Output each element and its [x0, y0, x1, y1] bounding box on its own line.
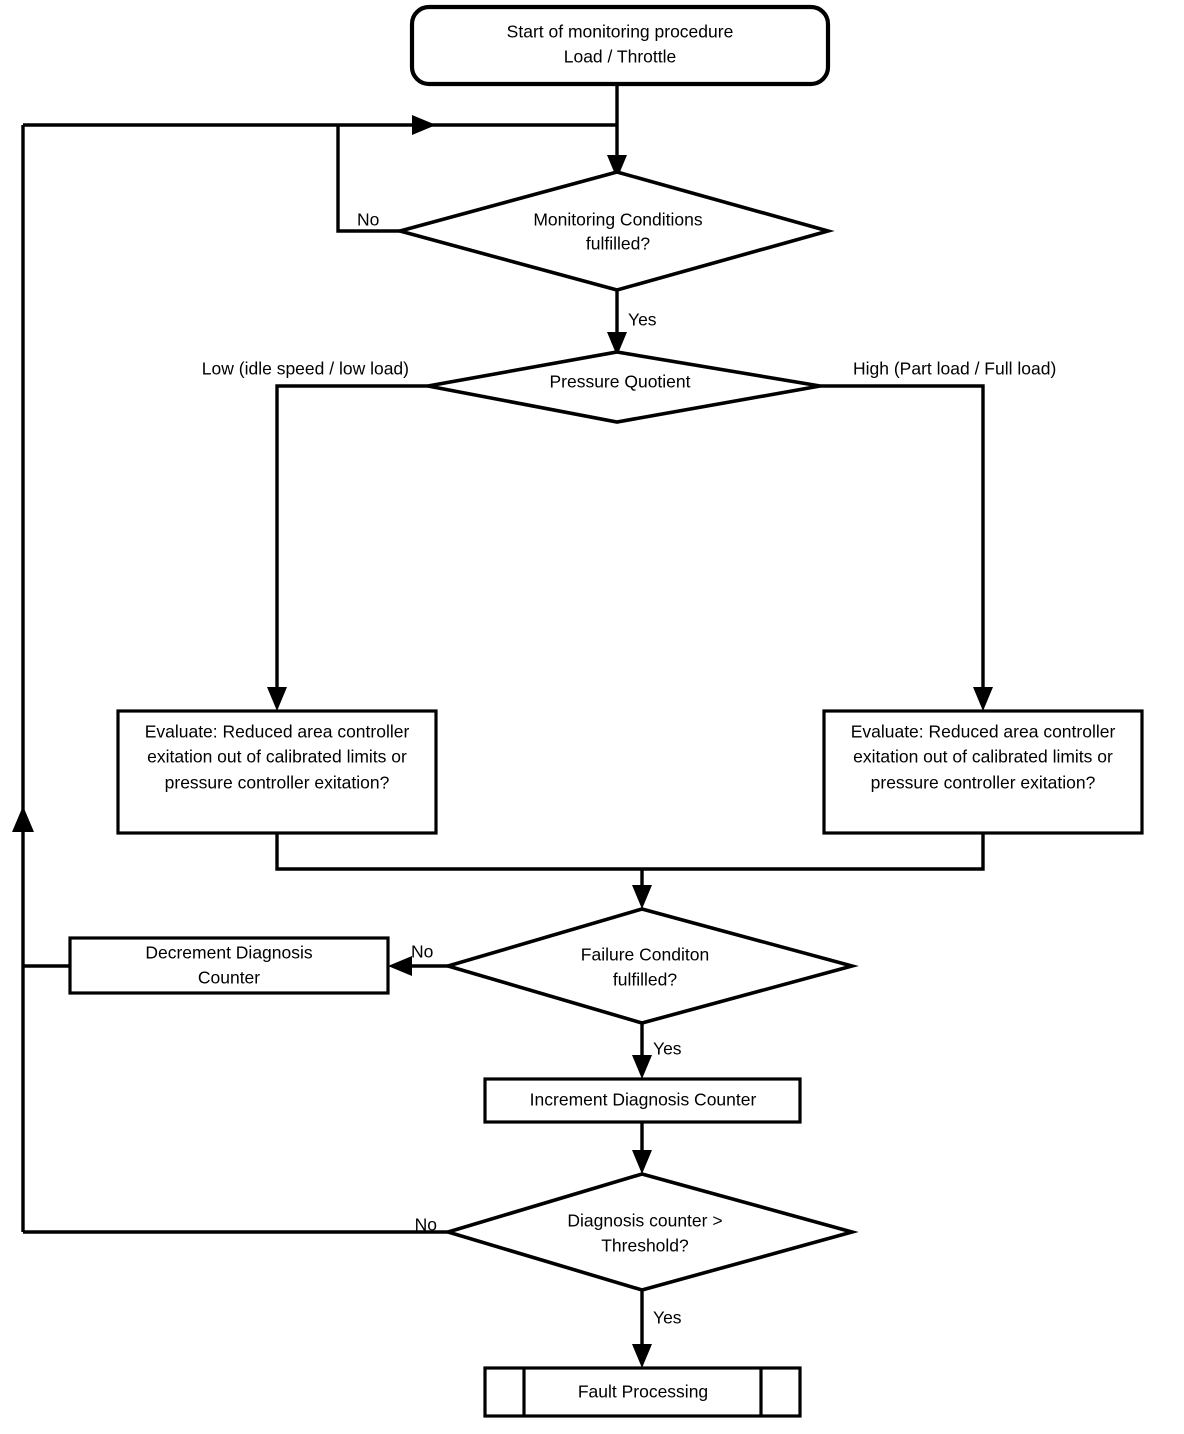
edge-label-failure-no: No	[411, 942, 433, 962]
evaluate-low-label-line1: Evaluate: Reduced area controller	[145, 722, 410, 742]
evaluate-low-label-line3: pressure controller exitation?	[165, 773, 390, 793]
connector-pressure-low	[267, 384, 428, 711]
node-decrement-counter[interactable]: Decrement Diagnosis Counter	[68, 936, 390, 995]
node-increment-counter[interactable]: Increment Diagnosis Counter	[483, 1077, 802, 1124]
node-monitoring-conditions[interactable]: Monitoring Conditions fulfilled?	[393, 170, 835, 292]
pressure-quotient-shape	[427, 350, 821, 424]
decrement-counter-label-line2: Counter	[198, 968, 260, 988]
arrowhead-down-icon	[607, 155, 627, 179]
connector-failure-yes	[632, 1023, 652, 1079]
arrowhead-down-icon	[267, 687, 287, 711]
connector-merge-to-failure	[632, 869, 652, 909]
fault-processing-label: Fault Processing	[578, 1382, 708, 1402]
decrement-counter-label-line1: Decrement Diagnosis	[145, 943, 313, 963]
connector-line	[820, 384, 985, 697]
connector-evaluate-high-to-merge	[642, 833, 985, 871]
evaluate-low-shape	[116, 709, 438, 835]
edge-label-threshold-yes: Yes	[653, 1308, 682, 1328]
node-evaluate-high[interactable]: Evaluate: Reduced area controller exitat…	[822, 709, 1144, 835]
connector-feedback-top	[23, 115, 617, 135]
node-start[interactable]: Start of monitoring procedure Load / Thr…	[409, 4, 831, 87]
edge-label-pressure-high: High (Part load / Full load)	[853, 359, 1056, 379]
connector-threshold-yes	[632, 1290, 652, 1368]
edge-label-monitoring-yes: Yes	[628, 310, 657, 330]
edge-label-failure-yes: Yes	[653, 1039, 682, 1059]
failure-condition-label-line1: Failure Conditon	[581, 945, 709, 965]
arrowhead-down-icon	[607, 332, 627, 356]
node-pressure-quotient[interactable]: Pressure Quotient	[427, 350, 821, 424]
failure-condition-label-line2: fulfilled?	[613, 970, 677, 990]
increment-counter-label: Increment Diagnosis Counter	[530, 1090, 757, 1110]
connector-increment-to-threshold	[632, 1122, 652, 1174]
diagnosis-threshold-shape	[441, 1172, 859, 1292]
connector-line	[275, 384, 428, 697]
monitoring-conditions-label-line1: Monitoring Conditions	[533, 210, 703, 230]
connector-evaluate-low-to-merge	[275, 833, 642, 871]
monitoring-conditions-shape	[393, 170, 835, 292]
evaluate-high-label-line2: exitation out of calibrated limits or	[853, 747, 1113, 767]
monitoring-conditions-label-line2: fulfilled?	[586, 234, 650, 254]
edge-label-threshold-no: No	[415, 1215, 437, 1235]
evaluate-high-shape	[822, 709, 1144, 835]
pressure-quotient-label: Pressure Quotient	[549, 372, 690, 392]
node-fault-processing[interactable]: Fault Processing	[483, 1366, 802, 1418]
connector-monitoring-yes	[607, 290, 627, 356]
connector-line	[275, 833, 642, 871]
failure-condition-shape	[441, 907, 859, 1025]
edge-label-pressure-low: Low (idle speed / low load)	[202, 359, 409, 379]
arrowhead-down-icon	[632, 1055, 652, 1079]
connector-pressure-high	[820, 384, 993, 711]
connector-line	[642, 833, 985, 871]
node-evaluate-low[interactable]: Evaluate: Reduced area controller exitat…	[116, 709, 438, 835]
evaluate-high-label-line1: Evaluate: Reduced area controller	[851, 722, 1116, 742]
node-diagnosis-threshold[interactable]: Diagnosis counter > Threshold?	[441, 1172, 859, 1292]
connector-failure-no	[388, 956, 448, 976]
diagnosis-threshold-label-line2: Threshold?	[601, 1236, 689, 1256]
start-label-line1: Start of monitoring procedure	[507, 22, 734, 42]
connector-feedback-rail-left	[12, 125, 34, 1232]
arrowhead-up-icon	[12, 806, 34, 832]
arrowhead-left-icon	[388, 956, 412, 976]
fault-processing-shape	[483, 1366, 802, 1418]
start-label-line2: Load / Throttle	[564, 47, 677, 67]
connector-line	[336, 125, 400, 233]
arrowhead-down-icon	[632, 1150, 652, 1174]
diagnosis-threshold-label-line1: Diagnosis counter >	[567, 1211, 722, 1231]
arrowhead-down-icon	[973, 687, 993, 711]
decrement-counter-shape	[68, 936, 390, 995]
arrowhead-down-icon	[632, 1344, 652, 1368]
start-shape	[409, 4, 831, 87]
node-failure-condition[interactable]: Failure Conditon fulfilled?	[441, 907, 859, 1025]
connector-monitoring-no	[336, 125, 400, 233]
increment-counter-shape	[483, 1077, 802, 1124]
arrowhead-down-icon	[632, 885, 652, 909]
evaluate-low-label-line2: exitation out of calibrated limits or	[147, 747, 407, 767]
edge-label-monitoring-no: No	[357, 210, 379, 230]
evaluate-high-label-line3: pressure controller exitation?	[871, 773, 1096, 793]
arrowhead-right-icon	[412, 115, 436, 135]
connector-start-to-monitoring	[607, 84, 627, 179]
